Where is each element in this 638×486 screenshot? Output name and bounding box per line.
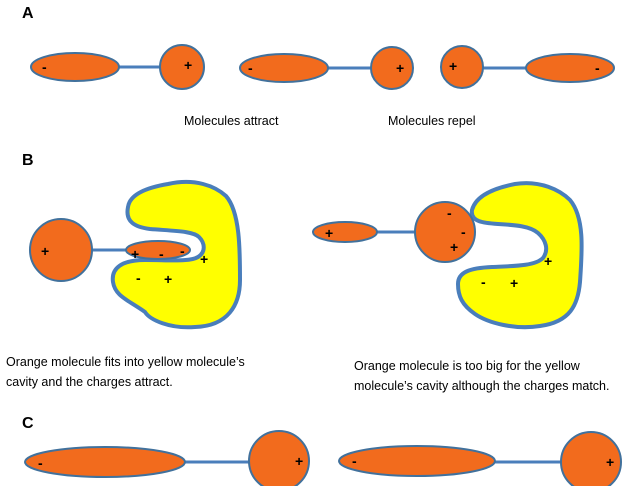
caption-toobig-line2: molecule’s cavity although the charges m… xyxy=(354,379,609,393)
negative-charge: - xyxy=(38,455,43,471)
round-molecule-too-big xyxy=(414,201,476,263)
caption-repel: Molecules repel xyxy=(388,114,476,128)
host-positive-charge: + xyxy=(510,275,518,291)
positive-charge: + xyxy=(184,57,192,73)
pair-a3-repel: + - xyxy=(440,45,615,89)
yellow-host-molecule xyxy=(110,179,242,330)
elongated-molecule xyxy=(525,53,615,83)
yellow-host-molecule xyxy=(456,181,584,330)
round-molecule xyxy=(560,431,622,486)
negative-charge: - xyxy=(352,453,357,469)
negative-charge: - xyxy=(595,60,600,76)
positive-charge: + xyxy=(131,246,139,262)
host-negative-charge: - xyxy=(481,274,486,290)
host-negative-charge: - xyxy=(136,270,141,286)
pair-c2: - + xyxy=(338,431,622,486)
round-molecule xyxy=(370,46,414,90)
pair-a1-attract: - + xyxy=(30,44,205,90)
caption-attract: Molecules attract xyxy=(184,114,279,128)
host-guest-fits: + + - - + - + xyxy=(29,179,242,330)
elongated-molecule xyxy=(338,445,496,477)
positive-charge: + xyxy=(295,453,303,469)
pair-a2-attract: - + xyxy=(239,46,414,90)
negative-charge: - xyxy=(248,60,253,76)
positive-charge: + xyxy=(325,225,333,241)
round-molecule xyxy=(159,44,205,90)
negative-charge: - xyxy=(159,246,164,262)
host-positive-charge: + xyxy=(544,253,552,269)
positive-charge: + xyxy=(396,60,404,76)
positive-charge: + xyxy=(450,239,458,255)
section-label-b: B xyxy=(22,152,34,169)
round-molecule xyxy=(440,45,484,89)
negative-charge: - xyxy=(180,243,185,259)
caption-fits-line1: Orange molecule fits into yellow molecul… xyxy=(6,355,245,369)
elongated-molecule-bound xyxy=(125,240,191,260)
section-label-c: C xyxy=(22,415,34,432)
pair-c1: - + xyxy=(24,430,310,486)
elongated-molecule xyxy=(30,52,120,82)
section-label-a: A xyxy=(22,5,34,22)
round-molecule xyxy=(29,218,93,282)
negative-charge: - xyxy=(42,59,47,75)
host-positive-charge: + xyxy=(200,251,208,267)
positive-charge: + xyxy=(606,454,614,470)
negative-charge: - xyxy=(461,224,466,240)
elongated-molecule xyxy=(24,446,186,478)
positive-charge: + xyxy=(41,243,49,259)
caption-fits-line2: cavity and the charges attract. xyxy=(6,375,173,389)
elongated-molecule xyxy=(239,53,329,83)
round-molecule xyxy=(248,430,310,486)
host-positive-charge: + xyxy=(164,271,172,287)
host-guest-too-big: + - - + + - + xyxy=(312,181,584,330)
elongated-molecule xyxy=(312,221,378,243)
caption-toobig-line1: Orange molecule is too big for the yello… xyxy=(354,359,581,373)
positive-charge: + xyxy=(449,58,457,74)
negative-charge: - xyxy=(447,205,452,221)
